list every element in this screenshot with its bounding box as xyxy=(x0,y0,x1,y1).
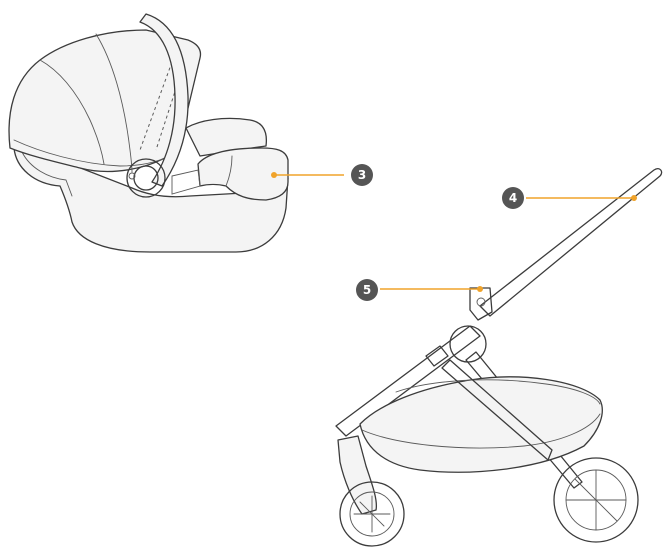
car-seat-carry-handle-grip xyxy=(197,147,289,201)
callout-5: 5 xyxy=(356,279,483,301)
callout-3-badge xyxy=(351,164,373,186)
grip-seam xyxy=(171,169,201,195)
fold-latch-pin xyxy=(476,297,486,307)
canopy-zip-line xyxy=(139,61,173,151)
stroller-rear-wheel xyxy=(553,457,639,543)
car-seat-shell-lip xyxy=(21,151,73,197)
handle-pivot-hub xyxy=(126,158,166,198)
basket-rim xyxy=(395,379,601,405)
canopy-rim xyxy=(13,139,177,167)
callout-5-number: 5 xyxy=(363,283,371,297)
car-seat-shell xyxy=(13,147,289,253)
callout-3-number: 3 xyxy=(358,168,366,182)
stroller-upper-frame xyxy=(335,325,481,437)
stroller-fold-latch xyxy=(469,287,493,321)
canopy-panel-line xyxy=(39,59,105,165)
callout-3-anchor-dot xyxy=(271,172,277,178)
stroller-front-wheel xyxy=(339,481,405,547)
basket-seam xyxy=(361,413,601,449)
stroller-frame-joint xyxy=(425,345,449,367)
front-wheel-spokes xyxy=(353,495,391,533)
stroller-frame-illustration xyxy=(335,168,663,547)
callout-5-badge xyxy=(356,279,378,301)
callout-5-anchor-dot xyxy=(477,286,483,292)
stroller-front-fork xyxy=(337,435,378,515)
stroller-basket xyxy=(359,376,603,473)
front-wheel-rim xyxy=(349,491,395,537)
stroller-push-handle xyxy=(479,168,663,317)
rear-wheel-spokes xyxy=(565,469,627,531)
car-seat-foot-rest xyxy=(185,117,268,157)
infant-car-seat-illustration xyxy=(8,13,289,253)
callout-3: 3 xyxy=(271,164,373,186)
stroller-front-leg xyxy=(441,359,553,461)
callout-4-number: 4 xyxy=(509,191,517,205)
stroller-central-hub xyxy=(449,325,487,363)
grip-seam xyxy=(225,155,233,187)
car-seat-canopy xyxy=(8,29,202,173)
callout-4-anchor-dot xyxy=(631,195,637,201)
canopy-panel-line xyxy=(95,33,133,173)
canopy-pivot-rivet xyxy=(128,172,136,180)
callout-4: 4 xyxy=(502,187,637,209)
callout-4-badge xyxy=(502,187,524,209)
